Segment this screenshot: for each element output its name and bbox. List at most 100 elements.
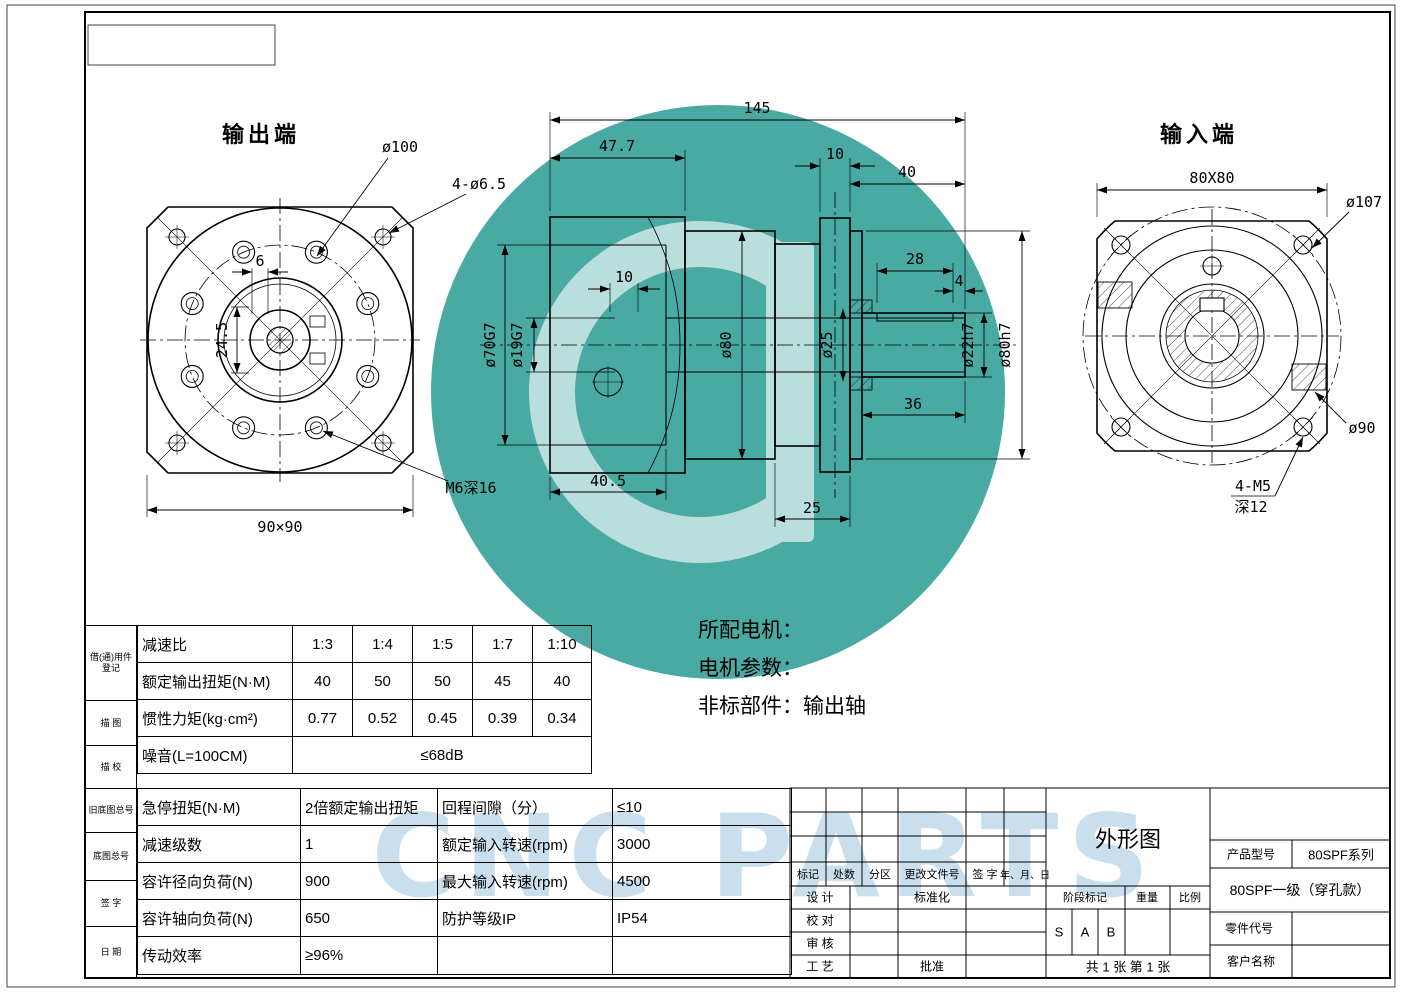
spec-value-cell: 1:7 <box>472 625 533 663</box>
keyway-slot <box>1199 297 1225 312</box>
param-label-cell: 传动效率 <box>137 936 301 975</box>
rev-header-mark: 标记 <box>797 869 819 881</box>
param-label-cell: 最大输入转速(rpm) <box>437 862 613 900</box>
product-name: 80SPF一级（穿孔款） <box>1229 882 1371 898</box>
margin-box-date: 日 期 <box>85 926 137 978</box>
spec-value-cell: 40 <box>532 662 592 700</box>
param-label-cell: 额定输入转速(rpm) <box>437 825 613 863</box>
spec-value-cell: 50 <box>412 662 473 700</box>
dim-total-145: 145 <box>743 99 770 117</box>
param-label-cell: 容许轴向负荷(N) <box>137 899 301 937</box>
input-view-dimensions: 80X80 ø107 ø90 4-M5 深12 <box>1096 169 1382 516</box>
margin-box-trace-drawing: 描 图 <box>85 700 137 746</box>
approve-label: 批准 <box>919 959 945 974</box>
spec-label-cell: 减速比 <box>137 625 293 663</box>
dim-body-80: ø80 <box>717 331 735 358</box>
weight-label: 重量 <box>1136 892 1158 904</box>
param-value-cell: 4500 <box>612 862 792 900</box>
rev-header-count: 处数 <box>833 869 855 881</box>
dim-height-24-5: 24.5 <box>213 322 231 358</box>
spec-value-cell: 0.34 <box>532 699 592 737</box>
param-label-cell: 急停扭矩(N·M) <box>137 788 301 826</box>
spec-value-cell: 0.77 <box>292 699 353 737</box>
dim-bore-19g7: ø19G7 <box>508 322 526 367</box>
scale-label: 比例 <box>1179 892 1201 904</box>
margin-box-old-master-no: 旧底图总号 <box>85 788 137 833</box>
design-label: 设 计 <box>806 890 834 905</box>
dim-tap-4m5: 4-M5 <box>1235 477 1271 495</box>
spec-value-cell: 0.45 <box>412 699 473 737</box>
param-label-cell: 容许径向负荷(N) <box>137 862 301 900</box>
spec-value-cell: 40 <box>292 662 353 700</box>
stage-mark-label: 阶段标记 <box>1063 892 1107 904</box>
param-value-cell: IP54 <box>612 899 792 937</box>
spec-value-cell: 1:5 <box>412 625 473 663</box>
margin-box-borrowed-parts: 借(通)用件登记 <box>85 625 137 701</box>
dim-bore-25: ø25 <box>818 331 836 358</box>
dim-keyway-6: 6 <box>255 252 264 270</box>
spec-value-cell: 0.39 <box>472 699 533 737</box>
param-value-cell <box>612 936 792 975</box>
margin-box-master-no: 底图总号 <box>85 832 137 881</box>
param-value-cell: 900 <box>300 862 438 900</box>
table-row: 急停扭矩(N·M) 2倍额定输出扭矩 回程间隙（分） ≤10 <box>137 788 792 826</box>
spec-value-cell: 0.52 <box>352 699 413 737</box>
process-label: 工 艺 <box>806 959 834 974</box>
standardize-label: 标准化 <box>913 890 951 905</box>
rev-header-doc: 更改文件号 <box>904 869 960 881</box>
dim-flange-10: 10 <box>826 145 844 163</box>
corner-holes <box>165 225 395 455</box>
dim-bore-step-10: 10 <box>615 268 633 286</box>
input-end-view: 80X80 ø107 ø90 4-M5 深12 <box>1082 169 1382 516</box>
sheet-info: 共 1 张 第 1 张 <box>1085 959 1171 975</box>
dim-tap-m6: M6深16 <box>445 479 496 497</box>
stage-mark-b: B <box>1106 924 1116 940</box>
dim-outer-107: ø107 <box>1346 193 1382 211</box>
product-model-value: 80SPF系列 <box>1308 847 1374 863</box>
dim-tap-depth-12: 深12 <box>1234 498 1267 516</box>
dim-shaft2-36: 36 <box>904 395 922 413</box>
param-table: 急停扭矩(N·M) 2倍额定输出扭矩 回程间隙（分） ≤10 减速级数 1 额定… <box>137 788 792 975</box>
note-line: 所配电机： <box>698 619 803 642</box>
table-row: 减速比 1:3 1:4 1:5 1:7 1:10 <box>137 625 592 663</box>
param-value-cell: 3000 <box>612 825 792 863</box>
spec-value-cell: 1:10 <box>532 625 592 663</box>
product-model-label: 产品型号 <box>1226 847 1276 862</box>
rev-header-sign: 签 字 <box>972 869 998 881</box>
spec-label-cell: 惯性力矩(kg·cm²) <box>137 699 293 737</box>
rev-header-date: 年、月、日 <box>1000 870 1050 882</box>
output-end-view: 90×90 ø100 4-ø6.5 6 24.5 M6深16 <box>140 138 506 536</box>
spec-label-cell: 额定输出扭矩(N·M) <box>137 662 293 700</box>
view-title-output: 输出端 <box>222 122 301 147</box>
dim-bore-70g7: ø70G7 <box>481 322 499 367</box>
title-block-grid <box>789 787 1391 979</box>
customer-label: 客户名称 <box>1226 954 1276 969</box>
param-label-cell: 回程间隙（分） <box>437 788 613 826</box>
dim-corner-holes: 4-ø6.5 <box>452 175 506 193</box>
dim-spigot-80h7: ø80h7 <box>996 322 1014 367</box>
dim-bolt-circle-90: ø90 <box>1348 419 1375 437</box>
note-line: 非标部件：输出轴 <box>698 695 866 718</box>
tapped-corner-holes <box>1110 234 1314 438</box>
margin-box-trace-check: 描 校 <box>85 745 137 789</box>
drawing-name: 外形图 <box>1094 827 1162 852</box>
page-frame <box>6 4 1396 988</box>
param-value-cell: ≥96% <box>300 936 438 975</box>
param-value-cell: 2倍额定输出扭矩 <box>300 788 438 826</box>
note-line: 电机参数： <box>698 657 803 680</box>
dim-key-end-4: 4 <box>954 272 963 290</box>
param-label-cell <box>437 936 613 975</box>
table-row: 额定输出扭矩(N·M) 40 50 50 45 40 <box>137 662 592 700</box>
spec-value-cell: 50 <box>352 662 413 700</box>
section-view-dimensions: 145 47.7 10 40 28 4 <box>481 99 1030 527</box>
table-row: 惯性力矩(kg·cm²) 0.77 0.52 0.45 0.39 0.34 <box>137 699 592 737</box>
center-bore <box>266 326 294 354</box>
audit-label: 审 核 <box>806 936 834 951</box>
spec-value-cell: 1:3 <box>292 625 353 663</box>
dim-flange-80x80: 80X80 <box>1189 169 1234 187</box>
margin-box-signature: 签 字 <box>85 880 137 927</box>
param-value-cell: 1 <box>300 825 438 863</box>
section-view: 145 47.7 10 40 28 4 <box>480 99 1030 527</box>
